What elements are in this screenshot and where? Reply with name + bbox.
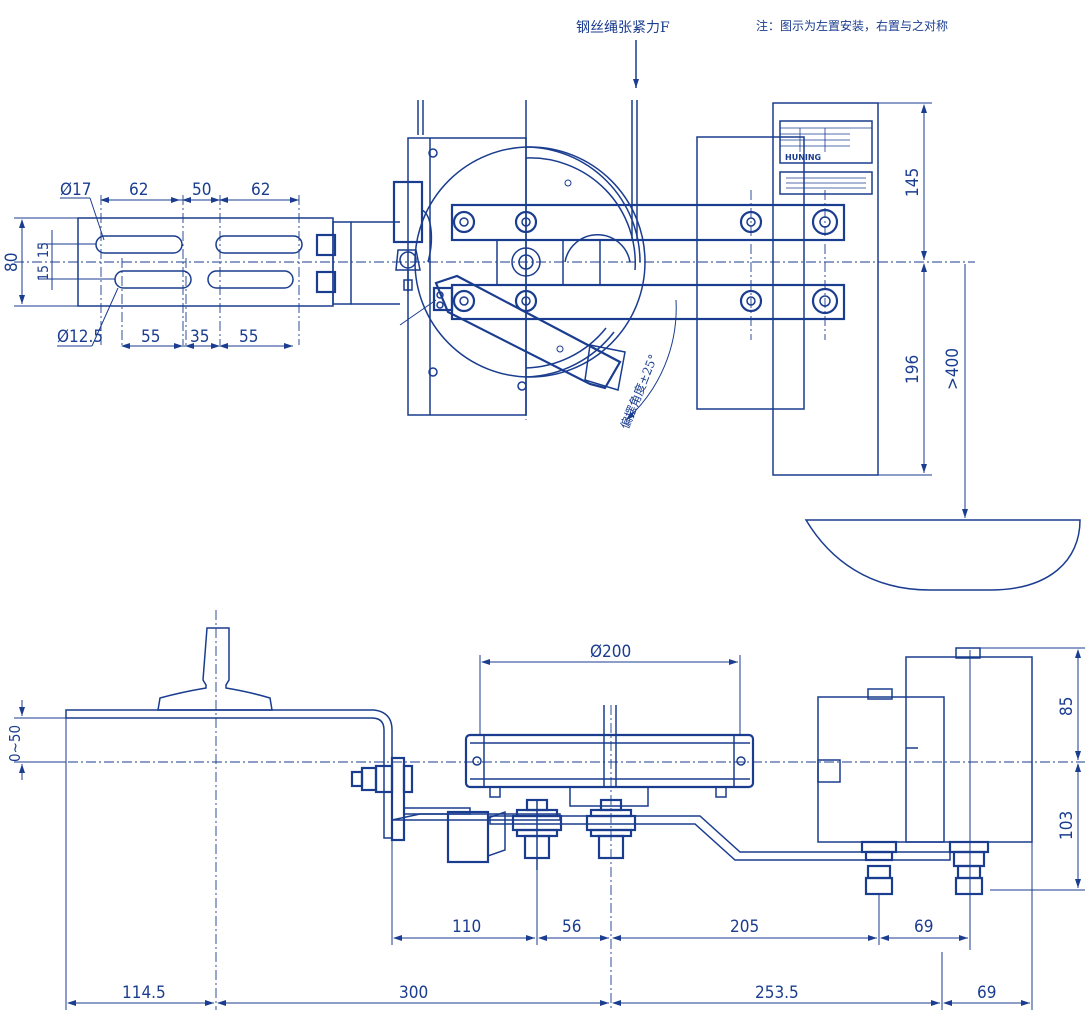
front-view: 0~50 Ø200	[6, 610, 1085, 1010]
install-note: 注：图示为左置安装，右置与之对称	[756, 18, 948, 33]
counterweight-outline	[696, 136, 805, 410]
dim-50: 50	[192, 180, 211, 200]
weight-bolts	[860, 840, 990, 896]
arm-lower	[450, 283, 846, 321]
dim-55-left: 55	[141, 327, 160, 347]
dim-80: 80	[2, 253, 22, 272]
swing-lever	[434, 274, 622, 390]
main-housing	[407, 137, 527, 416]
pit-floor	[804, 519, 1081, 591]
dim-35: 35	[190, 327, 209, 347]
dim-85: 85	[1057, 697, 1077, 716]
limit-switch	[392, 180, 424, 244]
slot-bottom-left	[114, 270, 192, 289]
dim-d200: Ø200	[590, 642, 631, 662]
dim-69-lower: 69	[977, 983, 996, 1003]
dim-15-top: 15	[36, 242, 52, 258]
dim-15-bottom: 15	[36, 265, 52, 281]
force-label: 钢丝绳张紧力F	[576, 20, 670, 36]
dim-145: 145	[903, 168, 923, 197]
weight-box-left	[817, 696, 945, 843]
warning-label	[779, 171, 873, 195]
dim-69-upper: 69	[914, 917, 933, 937]
dim-205: 205	[730, 917, 759, 937]
bracket	[65, 709, 393, 839]
nameplate-brand: HUNING	[785, 153, 821, 162]
dim-300: 300	[399, 983, 428, 1003]
dim-62-left: 62	[129, 180, 148, 200]
dim-over-400: >400	[943, 348, 963, 390]
dim-62-right: 62	[251, 180, 270, 200]
nut-bottom	[315, 270, 337, 294]
nameplate	[779, 120, 873, 164]
dim-d17: Ø17	[60, 180, 92, 200]
dim-114-5: 114.5	[122, 983, 166, 1003]
swing-angle-arc	[625, 299, 677, 421]
lever-plate	[489, 815, 951, 861]
counterweight-box	[772, 102, 879, 476]
top-view: 62 50 62 Ø17 80 15 15 55 35 55 Ø12.5	[2, 100, 1081, 591]
dim-0-50: 0~50	[6, 725, 24, 762]
dim-196: 196	[903, 355, 923, 384]
arm-upper	[450, 203, 846, 242]
dim-110: 110	[452, 917, 481, 937]
dim-103: 103	[1057, 811, 1077, 840]
nut-top	[315, 233, 337, 257]
dim-253-5: 253.5	[755, 983, 799, 1003]
slot-top-right	[215, 235, 303, 254]
slot-top-left	[95, 235, 183, 254]
dim-d12-5: Ø12.5	[57, 327, 103, 347]
weight-box-right	[905, 656, 1033, 843]
dim-55-right: 55	[239, 327, 258, 347]
dim-56: 56	[562, 917, 581, 937]
bolt-stack-2	[585, 798, 637, 860]
guide-rail	[157, 627, 273, 711]
slot-bottom-right	[207, 270, 294, 289]
